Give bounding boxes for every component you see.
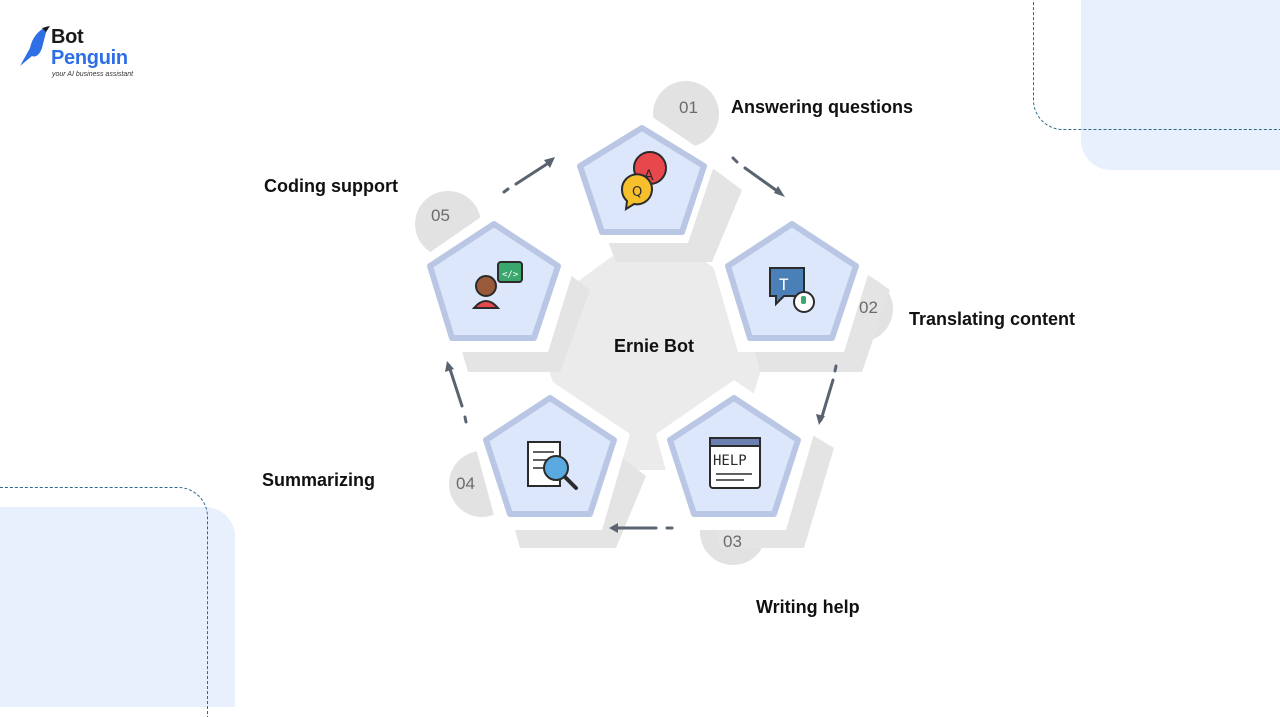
corner-dashed-outline-bottom-left (0, 487, 208, 717)
svg-text:HELP: HELP (713, 453, 747, 469)
arrow-01-to-02 (731, 156, 782, 195)
step-02-label: Translating content (909, 309, 1076, 329)
document-magnifier-icon (527, 441, 578, 490)
brand-logo[interactable]: Bot Penguin your AI business assistant (18, 24, 148, 84)
step-05-number: 05 (431, 206, 450, 225)
penguin-logo-icon (20, 26, 50, 66)
corner-decoration-bottom-left (0, 507, 235, 707)
brand-name-line2: Penguin (51, 47, 128, 69)
step-04-number: 04 (456, 474, 475, 493)
arrow-04-to-05 (447, 364, 468, 424)
step-04-label: Summarizing (262, 470, 376, 490)
step-03-label: Writing help (756, 597, 860, 617)
ernie-bot-diagram: A Q T HELP </> (415, 81, 893, 565)
developer-code-icon: </> (471, 261, 523, 309)
svg-text:Q: Q (632, 185, 642, 200)
qa-chat-bubbles-icon: A Q (620, 151, 667, 211)
translate-speech-icon: T (769, 267, 815, 313)
cycle-arrows (447, 156, 838, 530)
svg-text:T: T (779, 275, 789, 294)
arrow-02-to-03 (819, 364, 838, 422)
center-label: Ernie Bot (614, 336, 695, 356)
brand-tagline: your AI business assistant (52, 71, 134, 78)
arrow-heads (445, 157, 825, 533)
arrow-05-to-01 (502, 160, 552, 194)
corner-dashed-outline-top-right (1033, 0, 1280, 130)
step-05-label: Coding support (264, 176, 398, 196)
step-01-label: Answering questions (731, 97, 914, 117)
corner-decoration-top-right (1081, 0, 1280, 170)
step-02-number: 02 (859, 298, 878, 317)
help-window-icon: HELP (709, 437, 761, 489)
brand-name-line1: Bot (51, 26, 84, 48)
svg-text:</>: </> (502, 270, 519, 280)
step-01-number: 01 (679, 98, 698, 117)
step-03-number: 03 (723, 532, 742, 551)
svg-text:A: A (644, 168, 654, 184)
